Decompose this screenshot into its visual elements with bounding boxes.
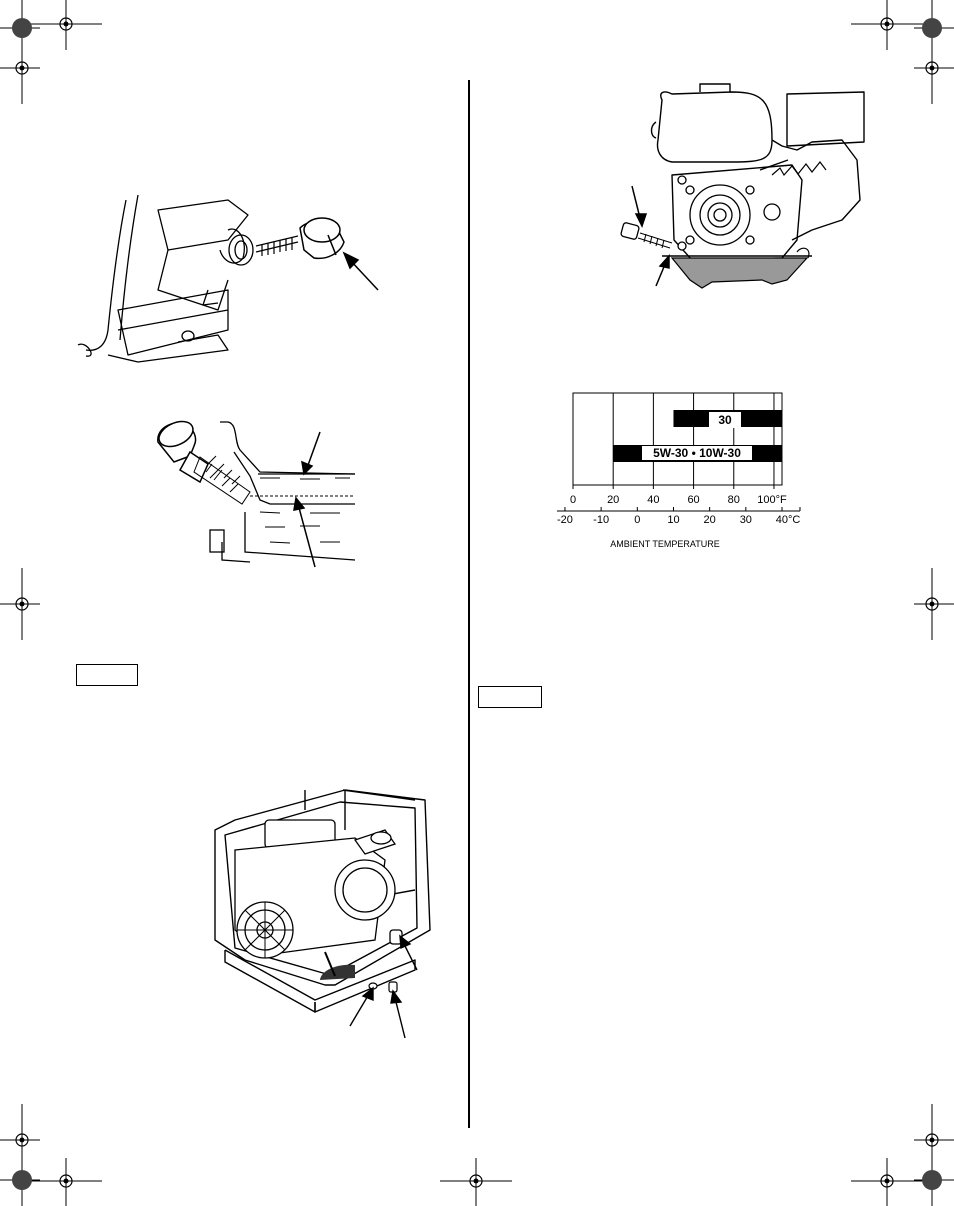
column-divider	[468, 80, 470, 1128]
notice-box-left	[76, 664, 138, 686]
tick-label-c: -10	[593, 514, 609, 526]
tick-label-c: 30	[740, 514, 752, 526]
oil-viscosity-chart: 0 20 40 60 80 100°F -20 -10 0 10 20 30 40°C	[556, 392, 801, 526]
figure-pump-drain	[214, 789, 431, 1039]
chart-frame	[572, 392, 783, 486]
bar-label-30: 30	[709, 412, 741, 428]
tick-label-f: 80	[728, 494, 740, 506]
tick-label-c: 40°C	[776, 514, 801, 526]
tick-label-f: 40	[647, 494, 659, 506]
tick-label-c: 20	[704, 514, 716, 526]
chart-ticks-celsius: -20 -10 0 10 20 30 40°C	[556, 507, 801, 526]
tick-label-c: 10	[667, 514, 679, 526]
notice-box-right	[478, 686, 542, 708]
chart-ticks-fahrenheit: 0 20 40 60 80 100°F	[570, 485, 787, 506]
figure-engine-oil-drain	[620, 83, 865, 289]
chart-xlabel: AMBIENT TEMPERATURE	[610, 539, 720, 549]
tick-label-f: 100°F	[757, 494, 787, 506]
bar-label-5w30-10w30: 5W-30 • 10W-30	[642, 446, 752, 460]
figure-oil-level-check	[157, 420, 356, 568]
tick-label-c: -20	[557, 514, 573, 526]
tick-label-f: 60	[687, 494, 699, 506]
tick-label-f: 0	[570, 494, 576, 506]
chart-grid	[572, 392, 783, 486]
tick-label-f: 20	[607, 494, 619, 506]
figure-oil-filler-cap	[77, 194, 379, 363]
tick-label-c: 0	[634, 514, 640, 526]
